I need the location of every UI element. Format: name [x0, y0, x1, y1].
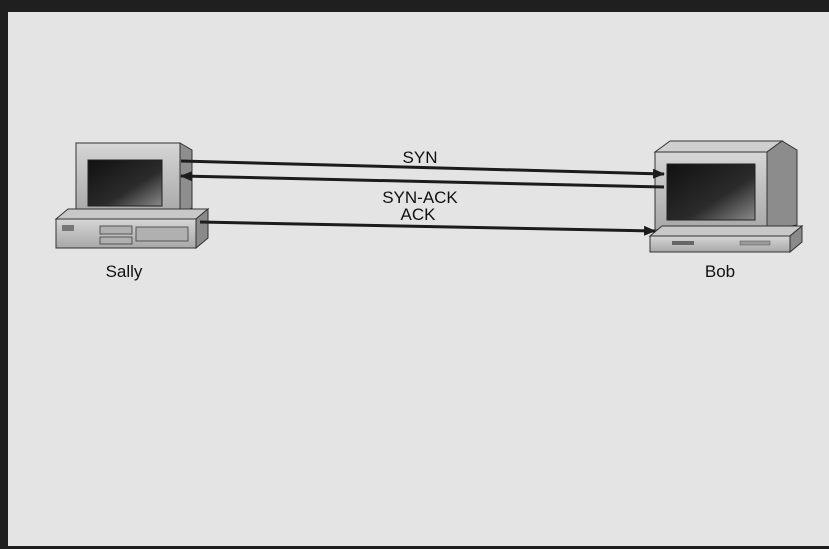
bob-label: Bob: [705, 262, 735, 281]
computer-bob-icon: [650, 141, 802, 252]
computer-sally-icon: [56, 143, 208, 248]
syn-label: SYN: [403, 148, 438, 167]
sally-label: Sally: [106, 262, 143, 281]
ack-label: ACK: [401, 205, 437, 224]
syn-ack-arrow: [181, 176, 664, 187]
